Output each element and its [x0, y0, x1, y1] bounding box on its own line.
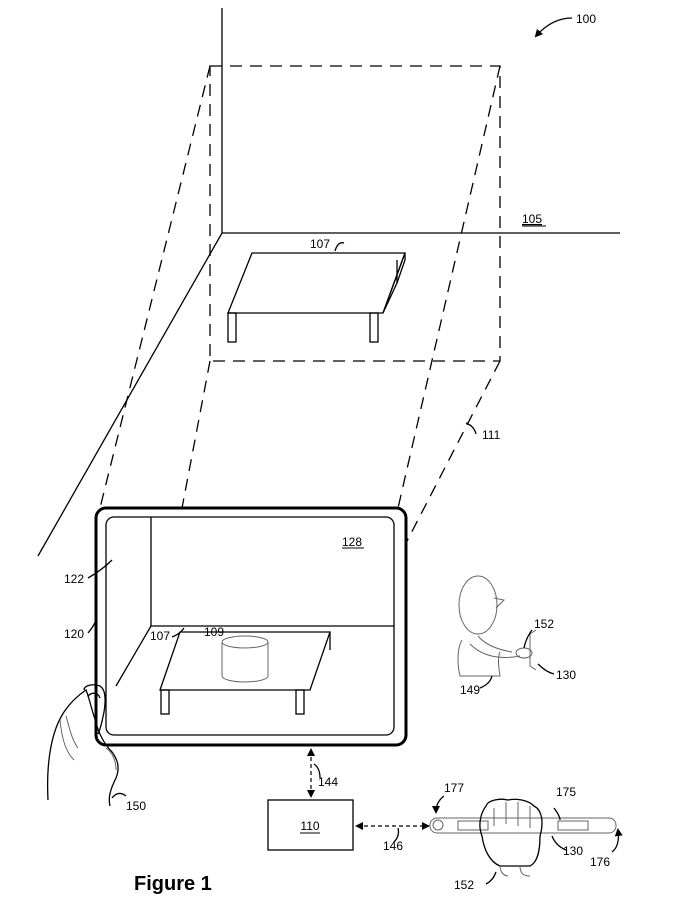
device-wall-label: 122 — [64, 572, 84, 586]
object-label: 109 — [204, 625, 224, 639]
room-walls: 105 — [37, 8, 620, 557]
user-figure: 152 130 149 — [457, 575, 576, 697]
user-label: 149 — [460, 683, 480, 697]
rotate-right-label: 176 — [590, 855, 610, 869]
controller-detail: 152 177 175 130 176 — [429, 781, 623, 892]
device-link: 144 — [307, 748, 338, 798]
left-hand: 150 — [46, 684, 146, 813]
controller-grip-label: 152 — [454, 878, 474, 892]
display-table-label: 107 — [150, 629, 170, 643]
view-frustum: 111 — [99, 65, 501, 546]
figure-caption: Figure 1 — [134, 873, 212, 895]
system-reference: 100 — [534, 12, 596, 38]
controller-right-label: 130 — [563, 844, 583, 858]
controller-end-label: 175 — [556, 785, 576, 799]
controller-label: 130 — [556, 668, 576, 682]
controller-link: 146 — [355, 822, 430, 853]
processor-label: 110 — [300, 819, 319, 833]
real-table: 107 — [227, 237, 406, 343]
room-label: 105 — [522, 212, 542, 226]
device-label: 120 — [64, 627, 84, 641]
rotate-left-label: 177 — [444, 781, 464, 795]
table-label: 107 — [310, 237, 330, 251]
virtual-object — [221, 635, 269, 683]
frustum-label: 111 — [482, 428, 501, 442]
display-label: 128 — [342, 535, 362, 549]
right-hand-label: 152 — [534, 617, 554, 631]
processor-box: 110 — [267, 799, 354, 851]
device-link-label: 144 — [318, 775, 338, 789]
handheld-device: 109 107 128 122 120 — [64, 506, 408, 747]
controller-link-label: 146 — [383, 839, 403, 853]
system-label: 100 — [576, 12, 596, 26]
left-hand-label: 150 — [126, 799, 146, 813]
